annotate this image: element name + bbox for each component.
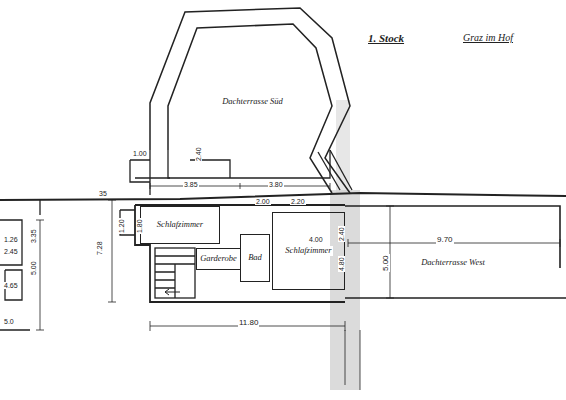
dimension-label: 3.80 xyxy=(268,181,284,188)
dimension-label: 4.00 xyxy=(308,236,324,243)
dimension-label: 2.40 xyxy=(195,146,202,162)
room: Garderobe xyxy=(196,248,241,270)
room: Schlafzimmer xyxy=(140,206,220,244)
room-name: Garderobe xyxy=(199,254,238,263)
dimension-label: 5.00 xyxy=(382,254,390,272)
dimension-label: 2.20 xyxy=(290,198,306,205)
sheet-title: 1. Stock xyxy=(368,32,404,44)
room-name: Bad xyxy=(247,253,263,262)
sheet-note: Graz im Hof xyxy=(462,33,514,43)
dimension-label: 1.00 xyxy=(132,150,148,157)
dimension-label: 1.20 xyxy=(118,218,125,234)
dimension-label: 3.85 xyxy=(183,181,199,188)
dimension-label: 1.80 xyxy=(136,218,143,234)
dimension-label: 5.00 xyxy=(30,260,37,276)
room-name: Schlafzimmer xyxy=(156,220,204,229)
dimension-label: 4.80 xyxy=(338,256,345,272)
dimension-label: 2.40 xyxy=(338,226,345,242)
dimension-label: 9.70 xyxy=(436,236,454,244)
dimension-label: 11.80 xyxy=(238,319,259,327)
dimension-label: 5.0 xyxy=(3,318,15,325)
terrace-outline: Dachterrasse Süd xyxy=(150,8,355,196)
room: Dachterrasse West xyxy=(346,215,560,310)
room-name: Dachterrasse West xyxy=(420,258,486,267)
room-name: Schlafzimmer xyxy=(284,246,332,255)
dimension-label: 2.45 xyxy=(3,248,19,255)
dimension-label: 3.35 xyxy=(30,228,37,244)
dimension-label: 7.28 xyxy=(96,240,103,256)
dimension-label: 1.26 xyxy=(3,236,19,243)
room-name: Dachterrasse Süd xyxy=(221,97,284,106)
dimension-label: 4.65 xyxy=(3,282,19,289)
room: Schlafzimmer xyxy=(272,212,345,290)
dimension-label: 35 xyxy=(98,190,108,197)
room: Bad xyxy=(240,234,270,282)
dimension-label: 2.00 xyxy=(255,198,271,205)
